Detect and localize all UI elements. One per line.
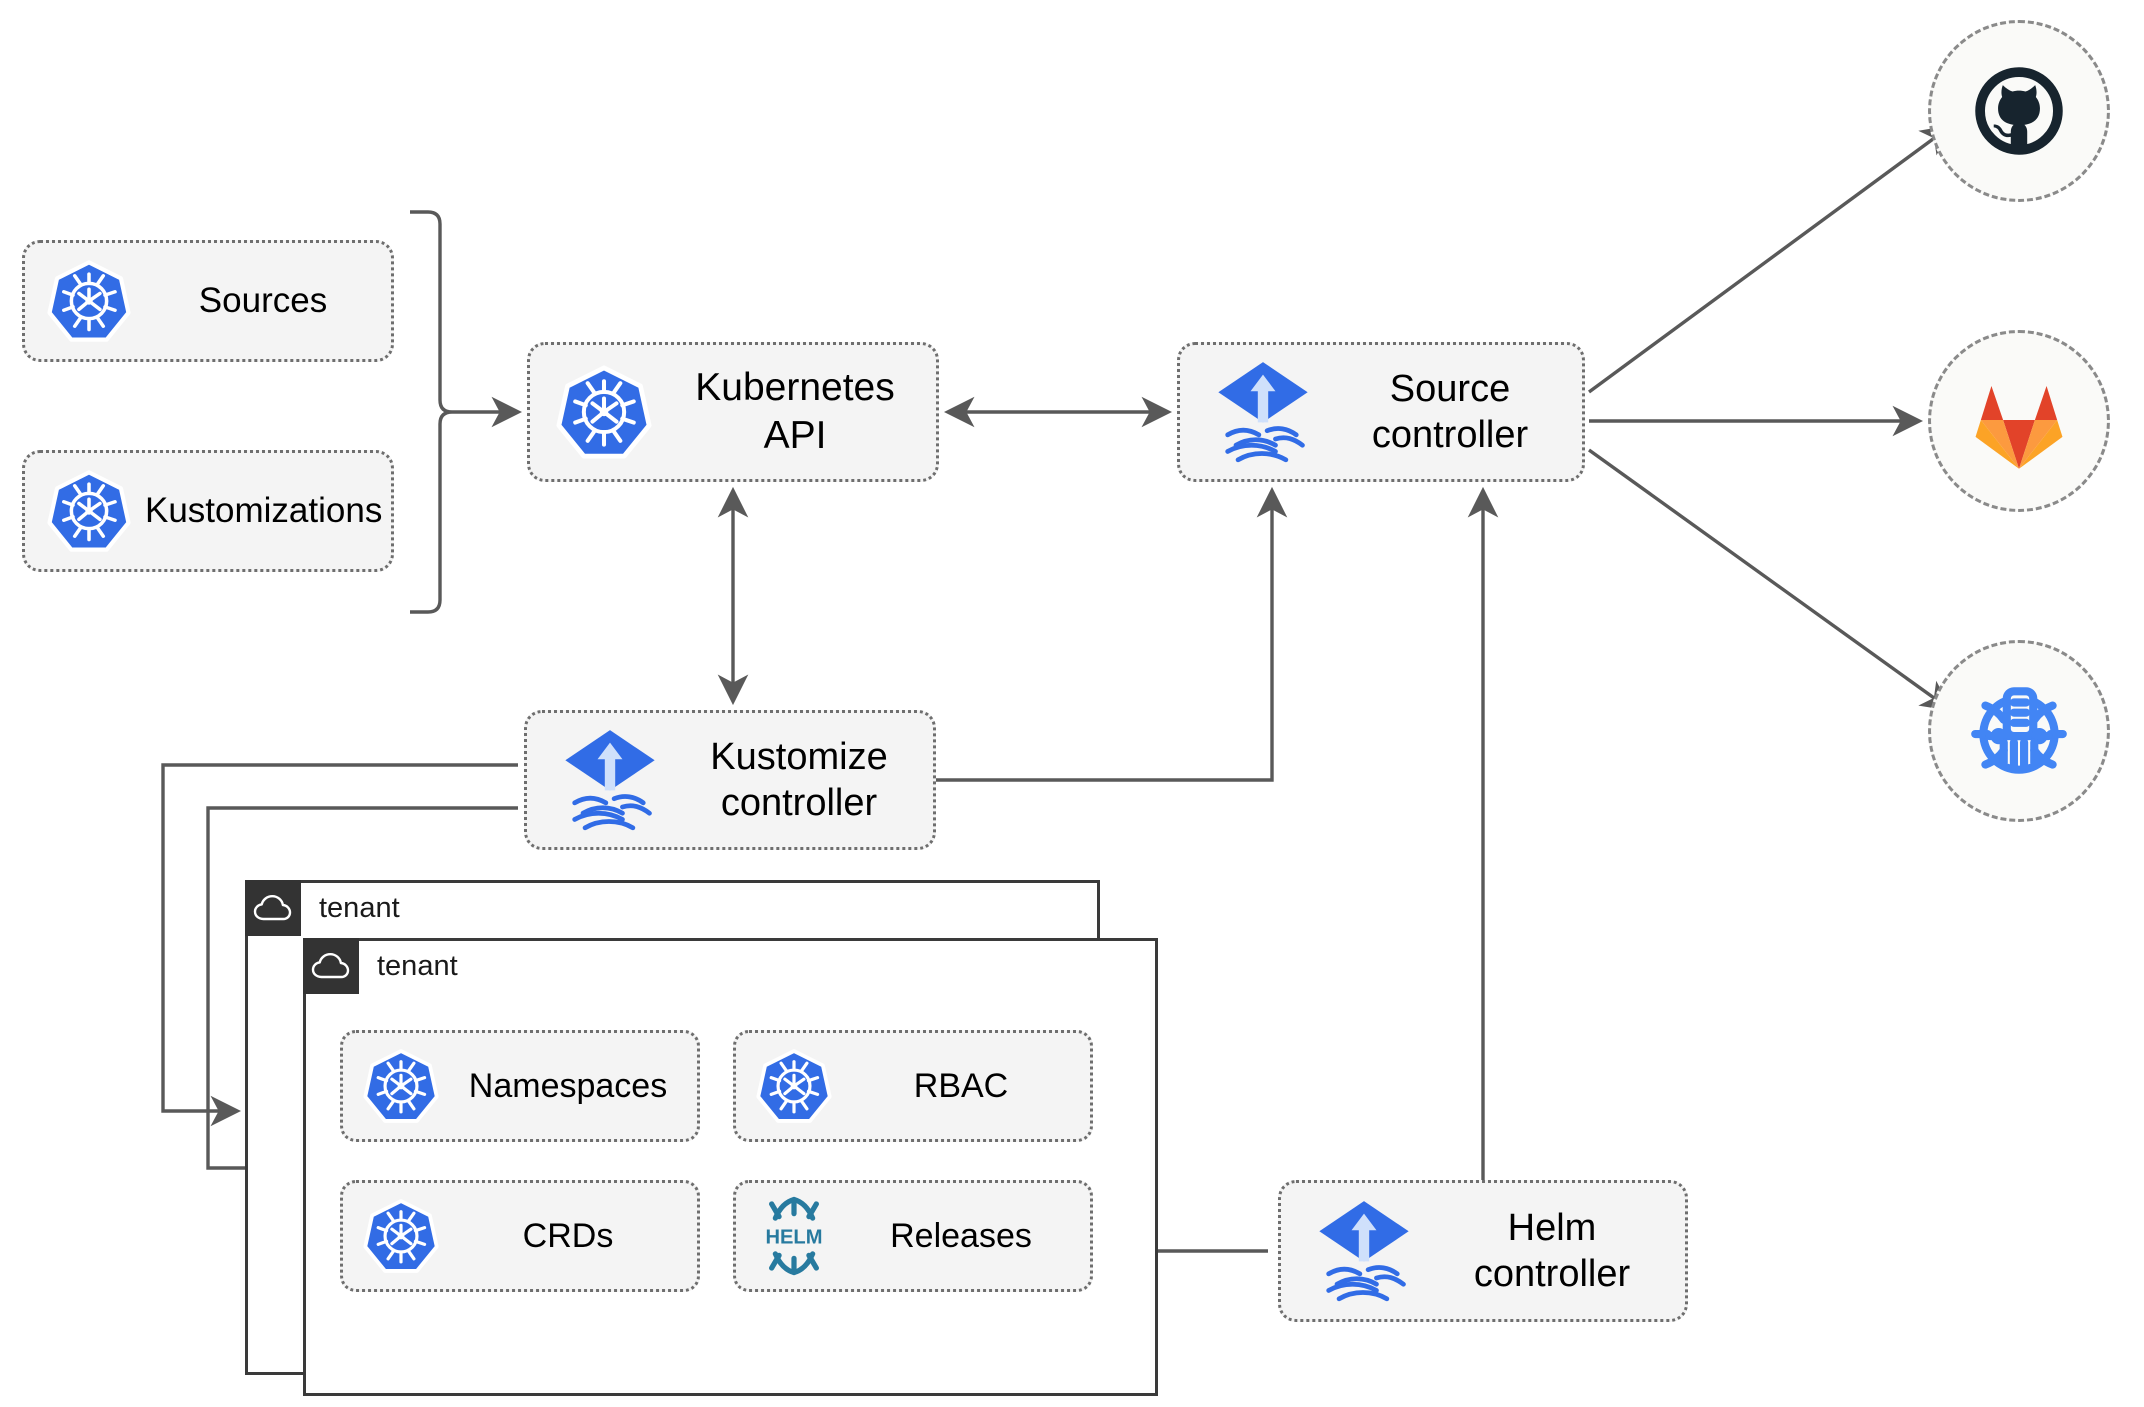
card-namespaces[interactable]: Namespaces [340, 1030, 700, 1142]
cloud-icon [245, 880, 301, 936]
kubernetes-icon [33, 469, 145, 553]
node-label: Helm controller [1473, 1206, 1631, 1295]
kubernetes-icon [355, 1198, 447, 1274]
kubernetes-icon [748, 1048, 840, 1124]
card-label: Namespaces [468, 1066, 668, 1105]
tenant-label-front: tenant [377, 949, 458, 982]
flux-icon [1198, 358, 1328, 466]
input-bracket [410, 210, 453, 614]
card-label: Releases [890, 1216, 1032, 1255]
node-sources[interactable]: Sources [22, 240, 394, 362]
node-github[interactable] [1928, 20, 2110, 202]
node-kustomize-controller[interactable]: Kustomize controller [524, 710, 936, 850]
card-rbac[interactable]: RBAC [733, 1030, 1093, 1142]
node-gitlab[interactable] [1928, 330, 2110, 512]
cloud-icon [303, 938, 359, 994]
helm-wordmark: HELM [766, 1226, 823, 1248]
helm-icon: HELM [748, 1196, 840, 1276]
helm-registry-icon [1971, 687, 2067, 774]
node-helm-registry[interactable] [1928, 640, 2110, 822]
tenant-tab-front: tenant [303, 938, 458, 994]
node-helm-controller[interactable]: Helm controller [1278, 1180, 1688, 1322]
card-label: CRDs [522, 1216, 614, 1255]
node-label: Source controller [1371, 367, 1529, 456]
kubernetes-icon [33, 259, 145, 343]
card-crds[interactable]: CRDs [340, 1180, 700, 1292]
node-label: Kustomize controller [710, 735, 888, 824]
card-label: RBAC [913, 1066, 1009, 1105]
tenant-label-back: tenant [319, 891, 400, 924]
wire-kusctl-srcctl [936, 486, 1288, 782]
node-label: Sources [198, 280, 328, 320]
card-releases[interactable]: HELM Releases [733, 1180, 1093, 1292]
flux-icon [1299, 1197, 1429, 1305]
kubernetes-icon [355, 1048, 447, 1124]
node-source-controller[interactable]: Source controller [1177, 342, 1585, 482]
kubernetes-icon [544, 364, 664, 460]
wire-srcctl-registry [1588, 448, 1953, 711]
node-kustomizations[interactable]: Kustomizations [22, 450, 394, 572]
github-icon [1975, 67, 2063, 155]
tenant-panel-front[interactable]: tenant [303, 938, 1158, 1396]
flux-icon [545, 726, 675, 834]
tenant-tab-back: tenant [245, 880, 400, 936]
wire-srcctl-github [1587, 124, 1953, 394]
node-kubernetes-api[interactable]: Kubernetes API [527, 342, 939, 482]
gitlab-icon [1975, 386, 2063, 469]
node-label: Kustomizations [145, 490, 383, 530]
node-label: Kubernetes API [695, 366, 895, 457]
